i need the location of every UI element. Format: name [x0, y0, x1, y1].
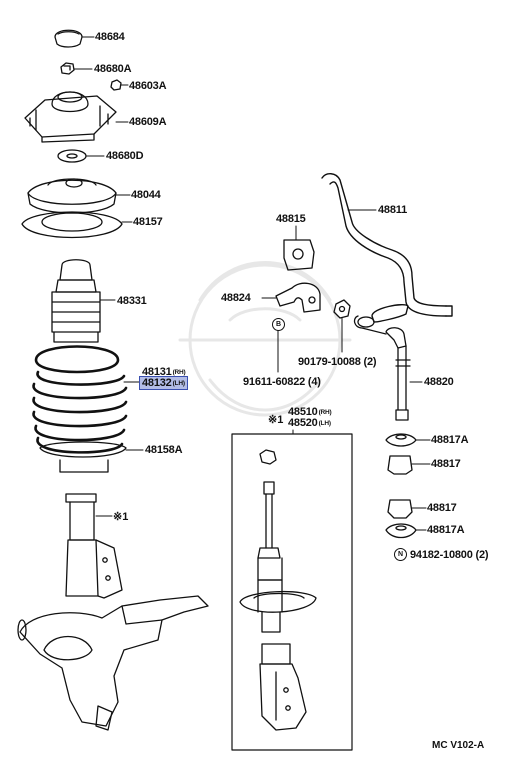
absorber-assembly-box [231, 433, 353, 751]
part-strut-tube[interactable] [65, 493, 123, 599]
part-48684-dust-cap[interactable] [54, 29, 83, 48]
label-48603A[interactable]: 48603A [129, 80, 167, 92]
badge-b-icon: B [272, 318, 285, 331]
label-48131-number: 48131 [142, 366, 172, 378]
label-48811[interactable]: 48811 [378, 204, 407, 216]
label-90179-10088[interactable]: 90179-10088 (2) [298, 356, 377, 368]
part-48044-spring-seat[interactable] [27, 178, 117, 214]
label-48684[interactable]: 48684 [95, 31, 125, 43]
part-90179-nut[interactable] [333, 299, 351, 319]
label-48824[interactable]: 48824 [221, 292, 251, 304]
label-48132-number: 48132 [142, 377, 172, 389]
label-48817-top[interactable]: 48817 [431, 458, 461, 470]
part-48158A-lower-insulator[interactable] [39, 441, 127, 473]
badge-n-icon: N [394, 548, 407, 561]
part-48817A-retainer-top[interactable] [385, 433, 417, 447]
label-48331[interactable]: 48331 [117, 295, 147, 307]
part-48603A-nut[interactable] [110, 79, 122, 91]
label-48817A-top[interactable]: 48817A [431, 434, 469, 446]
strut-star-marker: ※1 [113, 511, 129, 523]
label-48132-side: (LH) [172, 380, 185, 387]
label-48158A[interactable]: 48158A [145, 444, 183, 456]
label-48510-number: 48510 [288, 406, 318, 418]
label-48815[interactable]: 48815 [276, 213, 306, 225]
part-48811-stabilizer-bar[interactable] [321, 173, 453, 323]
label-48520-side: (LH) [318, 420, 331, 427]
assembly-star-marker: ※1 [268, 414, 284, 426]
label-48520[interactable]: 48520(LH) [288, 417, 331, 429]
label-94182-10800[interactable]: 94182-10800 (2) [410, 549, 489, 561]
part-48680D-washer[interactable] [57, 149, 87, 163]
part-steering-knuckle[interactable] [17, 595, 209, 731]
part-48817-cushion-bottom[interactable] [387, 499, 413, 519]
label-48157[interactable]: 48157 [133, 216, 163, 228]
label-48680D[interactable]: 48680D [106, 150, 144, 162]
label-48510-side: (RH) [318, 409, 332, 416]
label-91611-60822[interactable]: 91611-60822 (4) [243, 376, 321, 388]
part-48331-bumper-boot[interactable] [51, 259, 101, 343]
part-48817-cushion-top[interactable] [387, 455, 413, 475]
part-48131-coil-spring[interactable] [32, 345, 128, 454]
part-48824-bracket[interactable] [275, 282, 321, 313]
label-48680A[interactable]: 48680A [94, 63, 132, 75]
label-48131-side: (RH) [172, 369, 186, 376]
label-48132-highlighted[interactable]: 48132(LH) [139, 376, 188, 390]
part-48817A-retainer-bottom[interactable] [385, 523, 417, 539]
label-48510[interactable]: 48510(RH) [288, 406, 332, 418]
label-48131[interactable]: 48131(RH) [142, 366, 186, 378]
diagram-code: MC V102-A [432, 740, 485, 751]
part-48815-bushing[interactable] [283, 239, 315, 271]
label-48609A[interactable]: 48609A [129, 116, 167, 128]
part-48609A-support[interactable] [24, 91, 117, 143]
part-48680A-nut[interactable] [60, 62, 75, 75]
watermark-emblem [178, 261, 352, 417]
part-48820-stabilizer-link[interactable] [353, 315, 411, 421]
label-48817-bottom[interactable]: 48817 [427, 502, 457, 514]
label-48820[interactable]: 48820 [424, 376, 454, 388]
label-48044[interactable]: 48044 [131, 189, 161, 201]
label-48817A-bottom[interactable]: 48817A [427, 524, 465, 536]
label-48520-number: 48520 [288, 417, 318, 429]
part-48157-insulator[interactable] [21, 211, 123, 239]
part-48510-shock-absorber[interactable] [239, 449, 317, 731]
